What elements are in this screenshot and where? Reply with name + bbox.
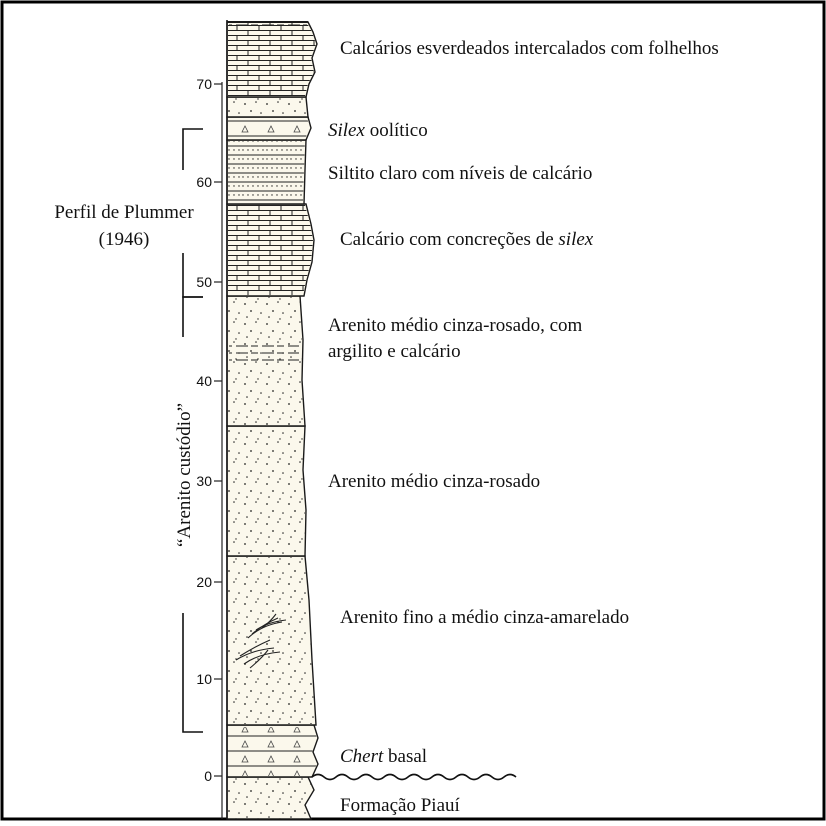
custodio-label: “Arenito custódio” bbox=[174, 403, 195, 547]
desc-arenito-medio: Arenito médio cinza-rosado bbox=[328, 471, 540, 492]
desc-silex-oolitico: Silex oolítico bbox=[328, 120, 428, 141]
plummer-bracket: Perfil de Plummer (1946) bbox=[54, 129, 203, 297]
plummer-label-line2: (1946) bbox=[99, 229, 150, 250]
desc-arenito-argilito-line1: Arenito médio cinza-rosado, com bbox=[328, 315, 583, 336]
depth-scale: 0 10 20 30 40 50 60 70 bbox=[196, 76, 222, 819]
tick-label: 20 bbox=[196, 574, 212, 590]
desc-siltito: Siltito claro com níveis de calcário bbox=[328, 163, 592, 184]
desc-calcario-silex: Calcário com concreções de silex bbox=[340, 229, 594, 250]
desc-arenito-fino: Arenito fino a médio cinza-amarelado bbox=[340, 607, 629, 628]
tick-label: 30 bbox=[196, 473, 212, 489]
tick-label: 50 bbox=[196, 274, 212, 290]
lithology-column bbox=[227, 20, 318, 819]
plummer-label-line1: Perfil de Plummer bbox=[54, 202, 194, 223]
tick-label: 70 bbox=[196, 76, 212, 92]
desc-chert-basal: Chert basal bbox=[340, 746, 427, 767]
desc-arenito-argilito-line2: argilito e calcário bbox=[328, 341, 461, 362]
desc-formacao-piaui: Formação Piauí bbox=[340, 795, 461, 816]
custodio-bracket: “Arenito custódio” bbox=[174, 297, 203, 732]
unit-descriptions: Calcários esverdeados intercalados com f… bbox=[328, 38, 719, 816]
tick-label: 60 bbox=[196, 174, 212, 190]
desc-calcarios-esverdeados: Calcários esverdeados intercalados com f… bbox=[340, 38, 719, 59]
tick-label: 0 bbox=[204, 768, 212, 784]
tick-label: 10 bbox=[196, 671, 212, 687]
tick-label: 40 bbox=[196, 373, 212, 389]
unconformity-line bbox=[312, 775, 516, 780]
